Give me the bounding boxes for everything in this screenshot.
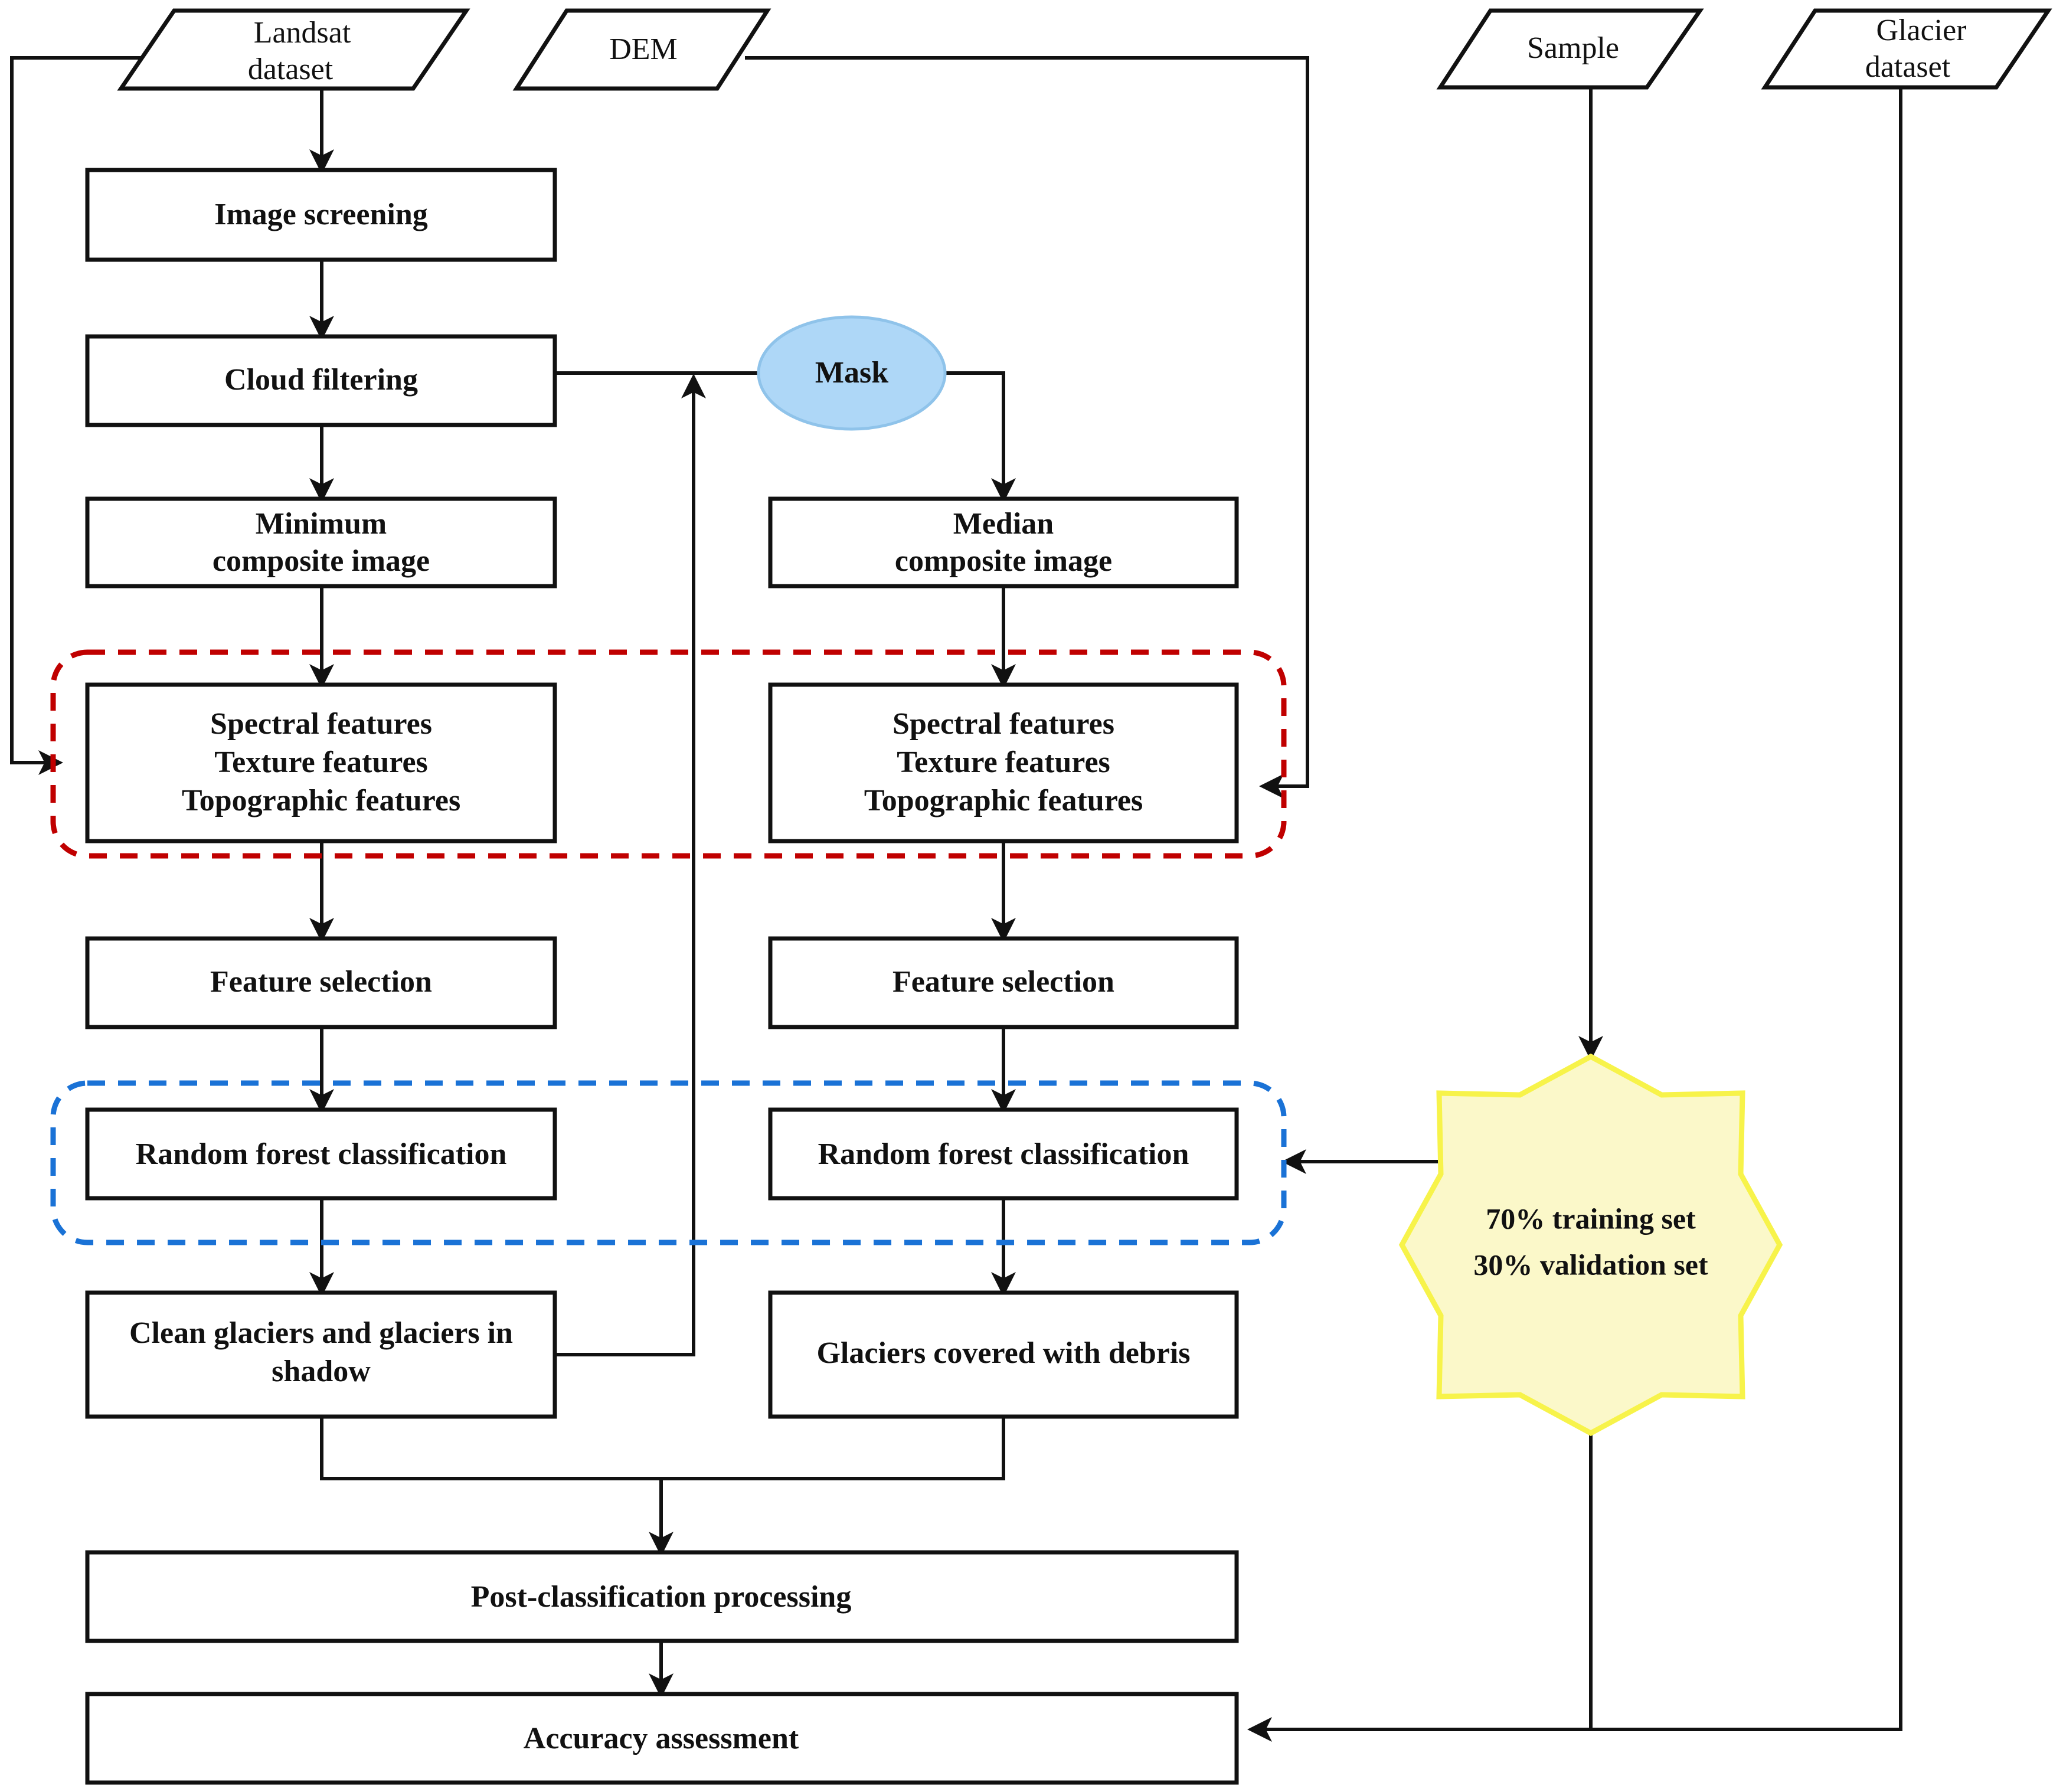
edge-glacier-dataset-to-accuracy-assessment <box>1591 87 1902 1731</box>
median-composite-label-line2: composite image <box>895 544 1112 578</box>
glacier-dataset-label-line1: Glacier <box>1876 14 1966 47</box>
right-feature-selection-shape <box>768 936 1239 1029</box>
minimum-composite-label-line2: composite image <box>212 544 430 578</box>
sample-shape <box>1436 8 1704 90</box>
node-debris-glaciers[interactable]: Glaciers covered with debris <box>768 1290 1239 1419</box>
split-label-line1: 70% training set <box>1486 1202 1696 1235</box>
mask-label: Mask <box>815 356 888 390</box>
left-features-label-line1: Spectral features <box>210 707 432 741</box>
node-train-validation-split[interactable]: 70% training set 30% validation set <box>1398 1053 1783 1437</box>
node-left-features[interactable]: Spectral features Texture features Topog… <box>85 682 557 843</box>
clean-glaciers-shape <box>85 1290 557 1419</box>
left-feature-selection-shape <box>85 936 557 1029</box>
edge-results-merge <box>320 1417 1005 1480</box>
clean-glaciers-label-line2: shadow <box>272 1355 371 1388</box>
node-minimum-composite-image[interactable]: Minimum composite image <box>85 496 557 588</box>
cloud-filtering-shape <box>85 334 557 427</box>
debris-glaciers-shape <box>768 1290 1239 1419</box>
glacier-dataset-shape <box>1761 8 2052 90</box>
dem-shape <box>512 8 771 91</box>
node-landsat-dataset[interactable]: Landsat dataset <box>117 8 470 91</box>
post-classification-shape <box>85 1550 1239 1643</box>
right-random-forest-label: Random forest classification <box>818 1137 1189 1171</box>
landsat-dataset-label-line2: dataset <box>248 53 334 86</box>
node-right-feature-selection[interactable]: Feature selection <box>768 936 1239 1029</box>
right-features-label-line1: Spectral features <box>892 707 1114 741</box>
right-feature-selection-label: Feature selection <box>892 965 1114 999</box>
node-accuracy-assessment[interactable]: Accuracy assessment <box>85 1692 1239 1785</box>
median-composite-shape <box>768 496 1239 588</box>
left-features-label-line2: Texture features <box>214 745 428 779</box>
right-features-shape <box>768 682 1239 843</box>
landsat-dataset-shape <box>117 8 470 91</box>
edge-clean-glaciers-to-mask-feedback <box>555 374 706 1356</box>
node-glacier-dataset[interactable]: Glacier dataset <box>1761 8 2052 90</box>
accuracy-assessment-label: Accuracy assessment <box>524 1722 799 1755</box>
node-mask[interactable]: Mask <box>757 315 947 431</box>
node-left-random-forest[interactable]: Random forest classification <box>85 1107 557 1201</box>
node-sample[interactable]: Sample <box>1436 8 1704 90</box>
edge-mask-to-median-composite <box>944 371 1016 503</box>
dem-label: DEM <box>609 32 678 66</box>
left-random-forest-shape <box>85 1107 557 1201</box>
glacier-dataset-label-line2: dataset <box>1865 50 1951 84</box>
left-random-forest-label: Random forest classification <box>136 1137 507 1171</box>
node-cloud-filtering[interactable]: Cloud filtering <box>85 334 557 427</box>
node-image-screening[interactable]: Image screening <box>85 168 557 262</box>
clean-glaciers-label-line1: Clean glaciers and glaciers in <box>129 1316 513 1350</box>
landsat-dataset-label-line1: Landsat <box>254 16 351 50</box>
left-feature-selection-label: Feature selection <box>210 965 432 999</box>
minimum-composite-shape <box>85 496 557 588</box>
post-classification-label: Post-classification processing <box>471 1580 852 1614</box>
right-random-forest-shape <box>768 1107 1239 1201</box>
node-clean-glaciers[interactable]: Clean glaciers and glaciers in shadow <box>85 1290 557 1419</box>
node-right-random-forest[interactable]: Random forest classification <box>768 1107 1239 1201</box>
edge-dem-to-right-features <box>745 56 1309 799</box>
image-screening-label: Image screening <box>214 198 428 231</box>
image-screening-shape <box>85 168 557 262</box>
node-right-features[interactable]: Spectral features Texture features Topog… <box>768 682 1239 843</box>
accuracy-assessment-shape <box>85 1692 1239 1785</box>
cloud-filtering-label: Cloud filtering <box>224 363 418 397</box>
median-composite-label-line1: Median <box>953 507 1054 541</box>
train-validation-split-shape <box>1398 1053 1783 1437</box>
minimum-composite-label-line1: Minimum <box>256 507 387 541</box>
debris-glaciers-label: Glaciers covered with debris <box>816 1336 1190 1370</box>
sample-label: Sample <box>1527 31 1619 65</box>
node-dem[interactable]: DEM <box>512 8 771 91</box>
left-features-label-line3: Topographic features <box>182 784 460 817</box>
group-random-forest-blue <box>50 1080 1287 1245</box>
mask-shape <box>757 315 947 431</box>
right-features-label-line2: Texture features <box>897 745 1110 779</box>
edge-landsat-to-left-features-feedback <box>10 56 168 775</box>
left-features-shape <box>85 682 557 843</box>
node-median-composite-image[interactable]: Median composite image <box>768 496 1239 588</box>
right-features-label-line3: Topographic features <box>864 784 1143 817</box>
node-left-feature-selection[interactable]: Feature selection <box>85 936 557 1029</box>
split-label-line2: 30% validation set <box>1473 1248 1708 1281</box>
node-post-classification[interactable]: Post-classification processing <box>85 1550 1239 1643</box>
